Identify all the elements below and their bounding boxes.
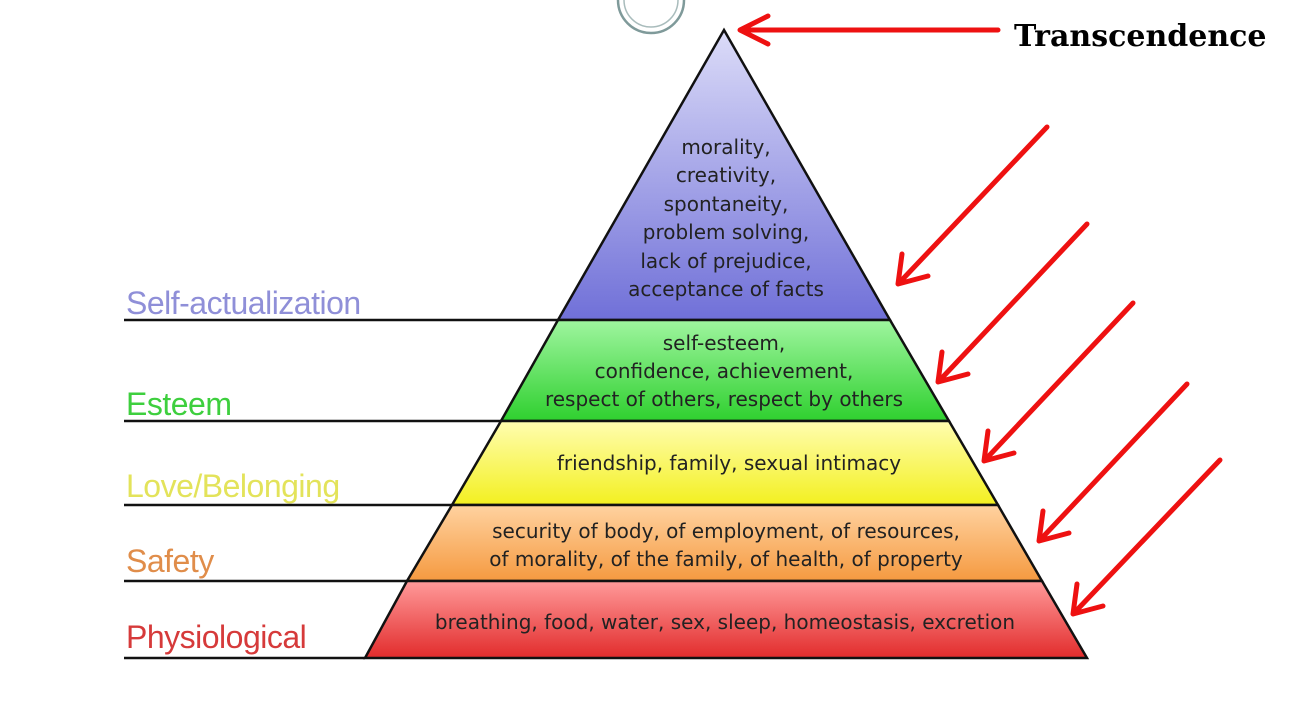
tier-text-esteem-3: respect of others, respect by others bbox=[545, 387, 903, 411]
arrow-transcendence bbox=[737, 13, 1001, 47]
tier-text-self-actualization-4: problem solving, bbox=[643, 220, 809, 244]
slide-ornament-circle bbox=[616, 0, 686, 35]
level-label-self-actualization: Self-actualization bbox=[126, 285, 361, 321]
level-label-esteem: Esteem bbox=[126, 386, 231, 422]
tier-text-self-actualization-1: morality, bbox=[681, 135, 770, 159]
tier-text-physiological-1: breathing, food, water, sex, sleep, home… bbox=[435, 610, 1015, 634]
tier-text-esteem-2: confidence, achievement, bbox=[595, 359, 854, 383]
pyramid bbox=[362, 27, 1090, 660]
tier-text-safety-2: of morality, of the family, of health, o… bbox=[489, 547, 963, 571]
annotation-arrows bbox=[737, 13, 1223, 617]
tier-text-esteem-1: self-esteem, bbox=[663, 331, 785, 355]
tier-text-self-actualization-3: spontaneity, bbox=[664, 192, 789, 216]
arrow-love-belonging bbox=[981, 300, 1136, 464]
transcendence-label: Transcendence bbox=[1014, 19, 1266, 54]
level-label-love-belonging: Love/Belonging bbox=[126, 468, 340, 504]
arrow-self-actualization bbox=[895, 124, 1050, 287]
tier-text-love-belonging-1: friendship, family, sexual intimacy bbox=[557, 451, 901, 475]
tier-text-self-actualization-5: lack of prejudice, bbox=[640, 249, 811, 273]
tier-physiological bbox=[362, 579, 1090, 660]
tier-text-self-actualization-2: creativity, bbox=[676, 163, 776, 187]
tier-text-safety-1: security of body, of employment, of reso… bbox=[492, 519, 960, 543]
level-label-safety: Safety bbox=[126, 543, 214, 579]
arrow-safety bbox=[1036, 381, 1190, 544]
arrow-physiological bbox=[1070, 457, 1223, 617]
arrow-esteem bbox=[935, 221, 1090, 385]
tier-text-self-actualization-6: acceptance of facts bbox=[628, 277, 824, 301]
level-label-physiological: Physiological bbox=[126, 619, 306, 655]
